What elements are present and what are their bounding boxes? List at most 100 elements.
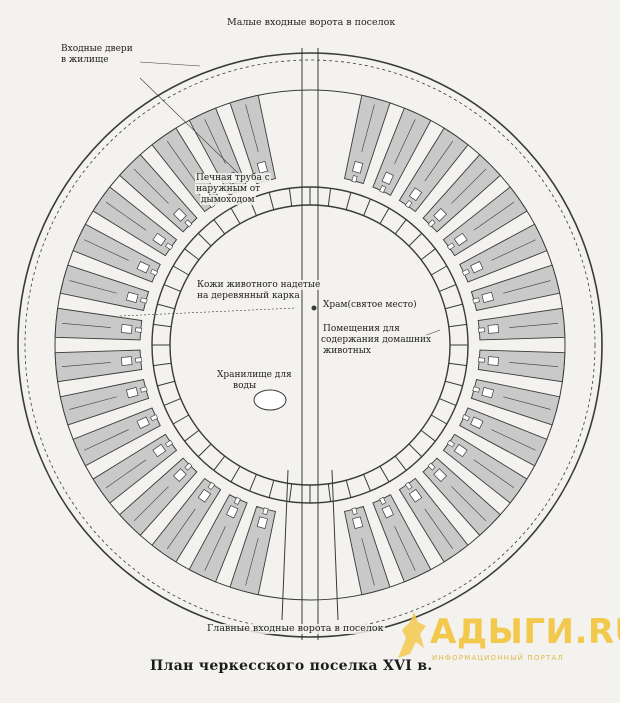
dwelling-door [427,219,436,228]
hides-leader-line [119,307,297,317]
animal-pen-divider [420,429,436,442]
dwelling-door [165,242,174,251]
hearth-box [136,416,150,429]
room-partition [491,239,536,261]
dwelling-door [404,481,413,490]
dwelling-door [184,219,193,228]
water-storage [253,389,287,411]
main-gate-wall-left [281,469,289,621]
hearth-box [433,208,447,222]
hearth-box [481,387,495,399]
room-partition [245,104,259,152]
label-water-1: Хранилище для [216,370,293,380]
dwelling-door [140,297,148,304]
dwelling-door [233,496,241,505]
room-partition [105,201,147,231]
animal-pen-divider [172,414,190,425]
watermark-horseman-icon [398,612,426,658]
dwelling-door [135,327,143,333]
dwelling-door [140,386,148,393]
label-animals-3: животных [322,346,372,356]
label-smoke-pipe-1: Печная труба с [195,173,271,183]
animal-pen-divider [379,207,390,225]
hearth-box [125,387,139,399]
label-animals-1: Помещения для [322,324,401,334]
label-hides-1: Кожи животного надетые [196,280,322,290]
animal-pen-divider [408,443,423,458]
room-partition [166,140,196,182]
animal-pen-divider [230,465,241,483]
animal-pen-divider [445,303,463,310]
hearth-box [487,324,500,334]
room-partition [204,526,226,571]
label-top-gate: Малые входные ворота в поселок [226,17,397,28]
room-partition [69,280,117,294]
room-partition [166,508,196,550]
animal-pen-divider [184,248,200,261]
animal-pen-divider [345,192,352,210]
dwelling-door [472,297,480,304]
dwelling-door [461,268,470,276]
animal-pen-divider [153,362,172,367]
dwelling-door [477,327,485,333]
animal-pen-divider [394,219,407,235]
room-partition [84,239,129,261]
dwelling-door [150,268,159,276]
animal-pen-divider [197,443,212,458]
animal-pen-divider [268,192,275,210]
dwelling-door [165,439,174,448]
animal-pen-divider [268,480,275,498]
dwelling-door [404,200,413,209]
room-partition [491,429,536,451]
animal-pen-divider [408,232,423,247]
animal-pen-divider [184,429,200,442]
room-partition [509,322,559,328]
hearth-box [381,171,394,185]
animal-pen-divider [430,414,448,425]
hearth-box [487,356,500,366]
label-smoke-pipe-3: дымоходом [200,195,256,205]
animal-pen-divider [327,483,332,502]
hearth-box [408,488,423,503]
dwelling-door [472,386,480,393]
room-partition [394,526,416,571]
watermark-subtitle: ИНФОРМАЦИОННЫЙ ПОРТАЛ [432,654,564,662]
label-entrance-doors-1: Входные двери [60,44,134,54]
hearth-box [408,187,423,202]
dwelling-door [207,481,216,490]
animal-pen-divider [172,265,190,276]
room-partition [361,104,375,152]
animal-pen-divider [420,248,436,261]
hearth-box [152,443,167,458]
label-water-2: воды [232,381,258,391]
room-partition [84,429,129,451]
dwelling-room [54,349,143,383]
dwelling-door [351,175,358,183]
room-partition [61,362,111,368]
doors-leader-line [139,61,201,67]
label-smoke-pipe-2: наружным от [195,184,262,194]
hearth-box [470,261,484,274]
animal-pen-divider [157,303,175,310]
animal-pen-divider [153,323,172,328]
room-partition [394,119,416,164]
animal-pen-divider [394,455,407,471]
animal-pen-divider [439,398,457,406]
hearth-box [381,505,394,519]
room-partition [105,459,147,489]
room-partition [69,396,117,410]
animal-pen-divider [163,284,181,292]
animal-pen-divider [448,323,467,328]
animal-pen-divider [197,232,212,247]
watermark-text: АДЫГИ.RU [430,612,620,652]
hearth-box [256,516,268,530]
dwelling-door [150,414,159,422]
hearth-box [197,488,212,503]
room-partition [451,168,487,204]
animal-pen-divider [445,380,463,387]
dwelling-door [446,242,455,251]
room-partition [361,538,375,586]
room-partition [61,322,111,328]
hearth-box [136,261,150,274]
dwelling-door [461,414,470,422]
